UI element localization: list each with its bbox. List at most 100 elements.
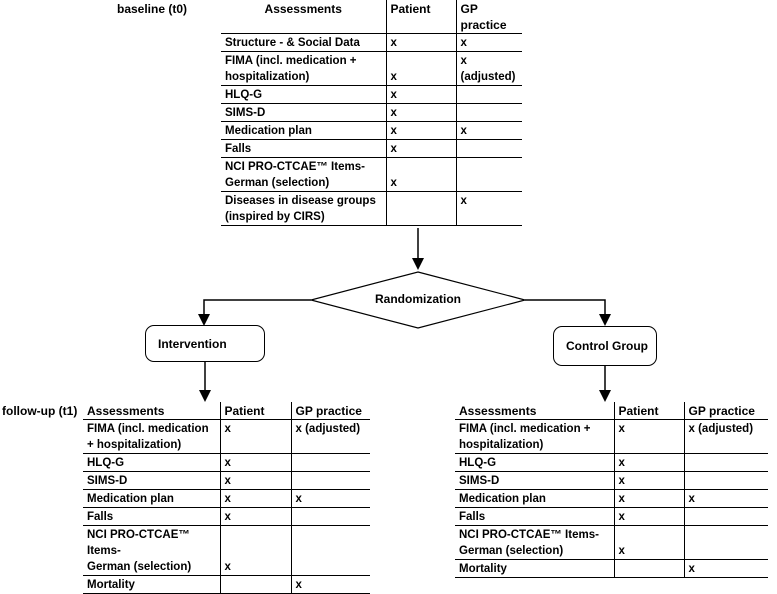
assessment-name-line: Mortality [459, 563, 507, 575]
gp-practice-mark: x [683, 559, 768, 578]
followup-label: follow-up (t1) [2, 404, 78, 418]
gp-practice-mark: x [290, 489, 370, 508]
table-row: Mortality x [455, 559, 768, 578]
assessment-name: SIMS-D [221, 103, 386, 122]
patient-mark: x [385, 85, 456, 104]
assessment-name-line: HLQ-G [87, 457, 125, 469]
assessment-name-line: FIMA (incl. medication + [225, 55, 357, 67]
intervention-followup-table: Assessments Patient GP practice FIMA (in… [83, 402, 370, 594]
table-row: FIMA (incl. medication + hospitalization)… [221, 51, 522, 86]
patient-mark: x [385, 33, 456, 52]
assessment-name: Falls [221, 139, 386, 158]
assessment-name-line: Structure - & Social Data [225, 37, 360, 49]
assessment-name: SIMS-D [455, 471, 614, 490]
gp-practice-mark [683, 525, 768, 560]
arrow-to-intervention [198, 299, 311, 326]
patient-mark: x [219, 453, 291, 472]
patient-mark: x [219, 419, 291, 454]
assessment-name-line: NCI PRO-CTCAE™ Items- [225, 161, 365, 173]
assessment-name-line: SIMS-D [225, 107, 266, 119]
patient-mark: x [219, 507, 291, 526]
table-row: FIMA (incl. medication + hospitalization)… [83, 419, 370, 454]
table-row: HLQ-G x [83, 453, 370, 472]
assessment-name: Mortality [455, 559, 614, 578]
assessment-name-line: German (selection) [459, 545, 564, 557]
patient-mark: x [613, 419, 684, 454]
gp-practice-mark: x [455, 33, 522, 52]
assessment-name-line: Falls [225, 143, 252, 155]
patient-mark: x [385, 157, 456, 192]
table-row: NCI PRO-CTCAE™ Items-German (selection)x [83, 525, 370, 576]
patient-mark: x [385, 51, 456, 86]
assessment-name: Medication plan [83, 489, 220, 508]
table-row: SIMS-D x [221, 103, 522, 122]
intervention-box: Intervention [145, 325, 265, 362]
patient-mark: x [385, 139, 456, 158]
assessment-name: NCI PRO-CTCAE™ Items-German (selection) [83, 525, 220, 576]
header-gp-practice: GP practice [290, 402, 370, 420]
patient-mark [219, 575, 291, 594]
gp-practice-mark [290, 453, 370, 472]
header-patient: Patient [613, 402, 684, 420]
assessment-name-line: Medication plan [459, 493, 546, 505]
control-followup-table: Assessments Patient GP practice FIMA (in… [455, 402, 768, 578]
assessment-name-line: Medication plan [225, 125, 312, 137]
table-row: FIMA (incl. medication +hospitalization)… [455, 419, 768, 454]
assessment-name-line: SIMS-D [87, 475, 128, 487]
intervention-label: Intervention [158, 336, 227, 351]
assessment-name: Falls [455, 507, 614, 526]
baseline-assessment-table: Assessments Patient GP practice Structur… [221, 0, 522, 226]
header-assessments: Assessments [221, 0, 386, 34]
gp-practice-mark: x [290, 575, 370, 594]
patient-mark: x [613, 507, 684, 526]
assessment-name-line: hospitalization) [225, 71, 310, 83]
table-row: Falls x [455, 507, 768, 526]
flow-connectors [198, 228, 611, 402]
assessment-name-line: + hospitalization) [87, 439, 182, 451]
patient-mark: x [219, 525, 291, 576]
gp-practice-mark: x (adjusted) [683, 419, 768, 454]
assessment-name: Medication plan [221, 121, 386, 140]
assessment-name-line: German (selection) [87, 561, 192, 573]
assessment-name-line: HLQ-G [225, 89, 263, 101]
gp-practice-mark [455, 103, 522, 122]
patient-mark: x [385, 121, 456, 140]
gp-practice-mark [290, 507, 370, 526]
gp-practice-mark: x (adjusted) [290, 419, 370, 454]
patient-mark: x [385, 103, 456, 122]
assessment-name: NCI PRO-CTCAE™ Items- German (selection) [221, 157, 386, 192]
assessment-name-line: HLQ-G [459, 457, 497, 469]
assessment-name-line: NCI PRO-CTCAE™ Items- [459, 529, 599, 541]
assessment-name: Falls [83, 507, 220, 526]
table-row: NCI PRO-CTCAE™ Items- German (selection) x [221, 157, 522, 192]
assessment-name: HLQ-G [221, 85, 386, 104]
assessment-name: HLQ-G [83, 453, 220, 472]
randomization-diamond [308, 271, 528, 329]
patient-mark: x [219, 471, 291, 490]
table-row: Diseases in disease groups(inspired by C… [221, 191, 522, 226]
table-row: NCI PRO-CTCAE™ Items-German (selection)x [455, 525, 768, 560]
randomization-label: Randomization [375, 292, 461, 306]
gp-practice-mark [683, 471, 768, 490]
assessment-name-line: German (selection) [225, 177, 330, 189]
assessment-name-line: Medication plan [87, 493, 174, 505]
assessment-name: FIMA (incl. medication +hospitalization) [455, 419, 614, 454]
baseline-label: baseline (t0) [117, 2, 188, 16]
patient-mark: x [613, 453, 684, 472]
assessment-name-line: FIMA (incl. medication [87, 423, 209, 435]
patient-mark: x [613, 489, 684, 508]
assessment-name-line: FIMA (incl. medication + [459, 423, 591, 435]
assessment-name: Diseases in disease groups(inspired by C… [221, 191, 386, 226]
gp-practice-mark: x [455, 121, 522, 140]
assessment-name-line: Falls [459, 511, 486, 523]
assessment-name-line: (inspired by CIRS) [225, 211, 325, 223]
assessment-name: FIMA (incl. medication + hospitalization) [221, 51, 386, 86]
header-gp-practice: GP practice [683, 402, 768, 420]
assessment-name: NCI PRO-CTCAE™ Items- German (selection) [455, 525, 614, 560]
